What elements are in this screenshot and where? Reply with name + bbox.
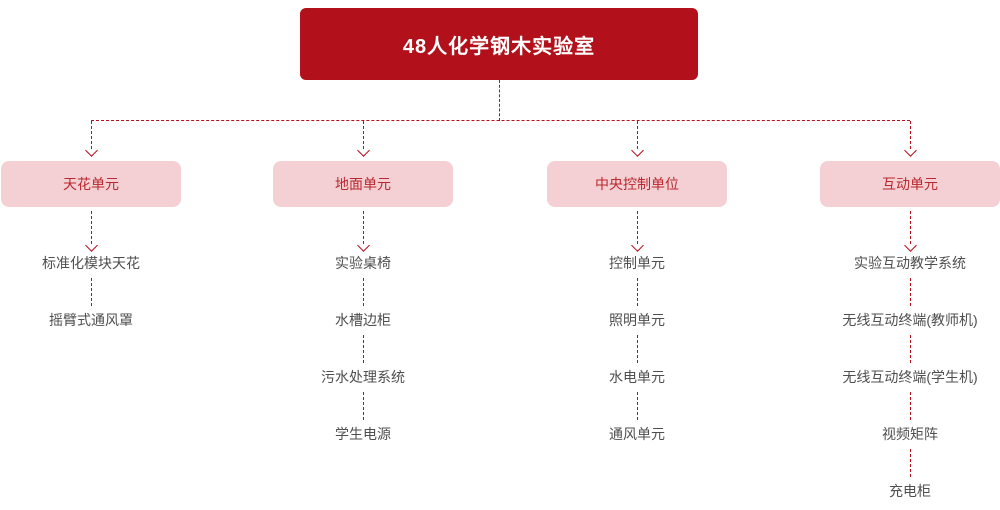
branch-column-central-control: 中央控制单位 控制单元 照明单元 水电单元 通风单元: [547, 161, 727, 444]
arrow-down-icon: [630, 238, 644, 252]
dashed-line: [90, 121, 92, 149]
branch-node: 中央控制单位: [547, 161, 727, 207]
leaf-item: 无线互动终端(学生机): [842, 369, 978, 385]
dashed-line: [909, 277, 911, 306]
arrow-down-icon: [356, 238, 370, 252]
arrow-down-icon: [903, 144, 917, 157]
arrow-down-icon: [630, 144, 644, 157]
leaf-item: 摇臂式通风罩: [49, 312, 133, 328]
dashed-line: [909, 121, 911, 149]
dashed-line: [362, 334, 364, 363]
leaf-item: 控制单元: [609, 255, 665, 271]
arrow-down-icon: [903, 238, 917, 252]
dashed-line: [636, 210, 638, 244]
leaf-item: 水电单元: [609, 369, 665, 385]
leaf-item: 视频矩阵: [882, 426, 938, 442]
item-connector: [362, 387, 364, 424]
leaf-item: 水槽边柜: [335, 312, 391, 328]
branch-arrow-connector: [903, 121, 917, 161]
leaf-item: 标准化模块天花: [42, 255, 140, 271]
item-connector: [362, 273, 364, 310]
dashed-line: [362, 210, 364, 244]
arrow-down-icon: [84, 238, 98, 252]
item-connector: [636, 387, 638, 424]
item-connector: [909, 273, 911, 310]
dashed-line: [636, 121, 638, 149]
dashed-line: [636, 334, 638, 363]
dashed-line: [909, 334, 911, 363]
leaf-item: 污水处理系统: [321, 369, 405, 385]
dashed-line: [636, 391, 638, 420]
dashed-line: [909, 448, 911, 477]
dashed-line: [636, 277, 638, 306]
leaf-item: 实验互动教学系统: [854, 255, 966, 271]
item-arrow-connector: [84, 207, 98, 253]
branch-arrow-connector: [356, 121, 370, 161]
item-connector: [90, 273, 92, 310]
dashed-line: [909, 210, 911, 244]
leaf-item: 实验桌椅: [335, 255, 391, 271]
item-connector: [909, 330, 911, 367]
item-connector: [636, 330, 638, 367]
leaf-item: 无线互动终端(教师机): [842, 312, 978, 328]
branch-node: 互动单元: [820, 161, 1000, 207]
root-drop-connector: [499, 80, 500, 121]
branch-node: 天花单元: [1, 161, 181, 207]
dashed-line: [90, 210, 92, 244]
branch-node: 地面单元: [273, 161, 453, 207]
branch-column-interactive: 互动单元 实验互动教学系统 无线互动终端(教师机) 无线互动终端(学生机) 视频…: [820, 161, 1000, 501]
arrow-down-icon: [356, 144, 370, 157]
dashed-line: [362, 391, 364, 420]
item-arrow-connector: [903, 207, 917, 253]
leaf-item: 照明单元: [609, 312, 665, 328]
dashed-line: [909, 391, 911, 420]
branch-arrow-connector: [84, 121, 98, 161]
item-connector: [636, 273, 638, 310]
branch-arrow-connector: [630, 121, 644, 161]
item-connector: [362, 330, 364, 367]
item-connector: [909, 444, 911, 481]
dashed-line: [362, 121, 364, 149]
item-arrow-connector: [356, 207, 370, 253]
dashed-line: [362, 277, 364, 306]
item-connector: [909, 387, 911, 424]
leaf-item: 通风单元: [609, 426, 665, 442]
leaf-item: 学生电源: [335, 426, 391, 442]
leaf-item: 充电柜: [889, 483, 931, 499]
branch-column-floor: 地面单元 实验桌椅 水槽边柜 污水处理系统 学生电源: [273, 161, 453, 444]
branch-column-ceiling: 天花单元 标准化模块天花 摇臂式通风罩: [1, 161, 181, 330]
item-arrow-connector: [630, 207, 644, 253]
dashed-line: [90, 277, 92, 306]
arrow-down-icon: [84, 144, 98, 157]
root-node: 48人化学钢木实验室: [300, 8, 698, 80]
branch-rail-connector: [91, 120, 910, 121]
